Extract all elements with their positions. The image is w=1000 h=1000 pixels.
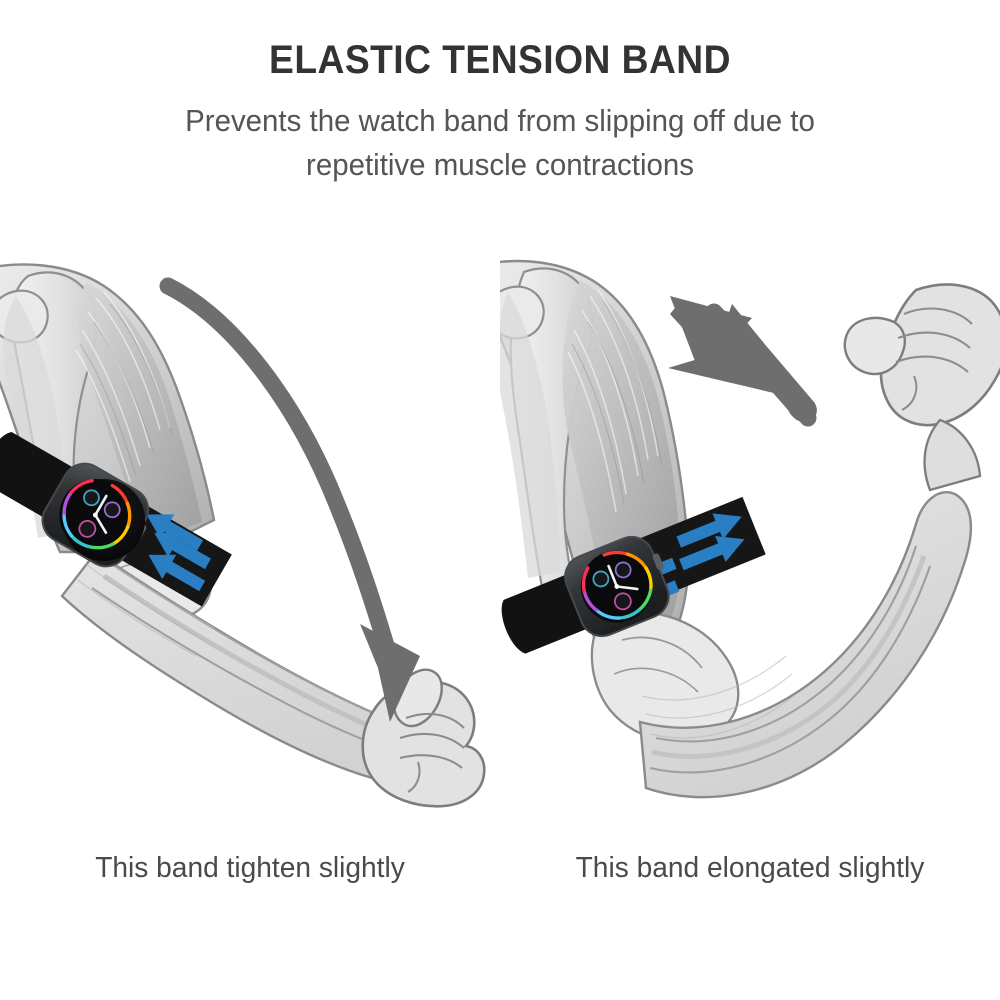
caption-right: This band elongated slightly (575, 852, 925, 884)
watch-hands (607, 564, 639, 591)
radius-bone (111, 563, 405, 727)
arrow-tip (670, 296, 752, 374)
flexed-arm-illustration (500, 259, 1000, 799)
curved-down-arrow-icon (159, 277, 420, 722)
smartwatch-right[interactable] (500, 491, 772, 670)
finger-crease (901, 375, 918, 411)
muscle-striations (567, 289, 659, 513)
subtitle-line-2: repetitive muscle contractions (306, 147, 694, 183)
fist-group (843, 283, 1000, 492)
panel-right-flexed-arm (500, 252, 1000, 842)
watch-crown[interactable] (652, 553, 665, 571)
page-subtitle: Prevents the watch band from slipping of… (25, 83, 975, 187)
hands-pivot (614, 584, 620, 589)
fist-group (361, 668, 486, 808)
complication-top-left (592, 570, 610, 588)
muscle-shading-lines (79, 303, 173, 477)
smartwatch-left[interactable] (0, 415, 237, 625)
tricep-muscle (500, 292, 560, 578)
wrist (923, 418, 982, 492)
thumb (843, 316, 906, 376)
complication-top-right (614, 561, 632, 579)
arrow-shaft (159, 277, 397, 661)
watch-hands (94, 494, 108, 534)
bicep-muscle (78, 282, 202, 544)
radius-bone (655, 545, 917, 743)
complication-top-right (103, 501, 121, 519)
forearm-inner-shade (651, 555, 927, 759)
straight-up-arrow-icon (668, 296, 817, 427)
illustration-area (0, 252, 1000, 842)
finger-crease (407, 761, 421, 793)
panel-left-extended-arm (0, 252, 500, 842)
caption-left: This band tighten slightly (95, 852, 405, 884)
forearm-group (60, 550, 437, 784)
extended-arm-illustration (0, 263, 486, 808)
elbow-contour-2 (613, 667, 699, 693)
complication-bottom (78, 519, 97, 538)
captions-row: This band tighten slightly This band elo… (0, 852, 1000, 922)
elbow-contour (621, 636, 703, 669)
dial-color-ring (62, 479, 132, 550)
band-tension-arrows-icon (146, 514, 211, 592)
page-title: ELASTIC TENSION BAND (269, 38, 731, 82)
ulna-bone (91, 587, 393, 751)
header: ELASTIC TENSION BAND Prevents the watch … (0, 0, 1000, 187)
forearm-group (638, 491, 973, 799)
subtitle-line-1: Prevents the watch band from slipping of… (185, 103, 815, 138)
forearm-inner-shade (102, 573, 399, 741)
hands-pivot (92, 512, 98, 518)
complication-bottom (613, 592, 632, 611)
muscle-shading-lines (571, 301, 663, 505)
forearm-striations (641, 655, 797, 739)
ulna-bone (649, 565, 931, 774)
dial-color-ring (581, 550, 653, 620)
knuckle-lines (895, 307, 973, 373)
muscle-striations (75, 291, 171, 483)
arrow-head (360, 624, 420, 722)
knuckle-lines (399, 712, 465, 769)
complication-top-left (83, 489, 100, 507)
